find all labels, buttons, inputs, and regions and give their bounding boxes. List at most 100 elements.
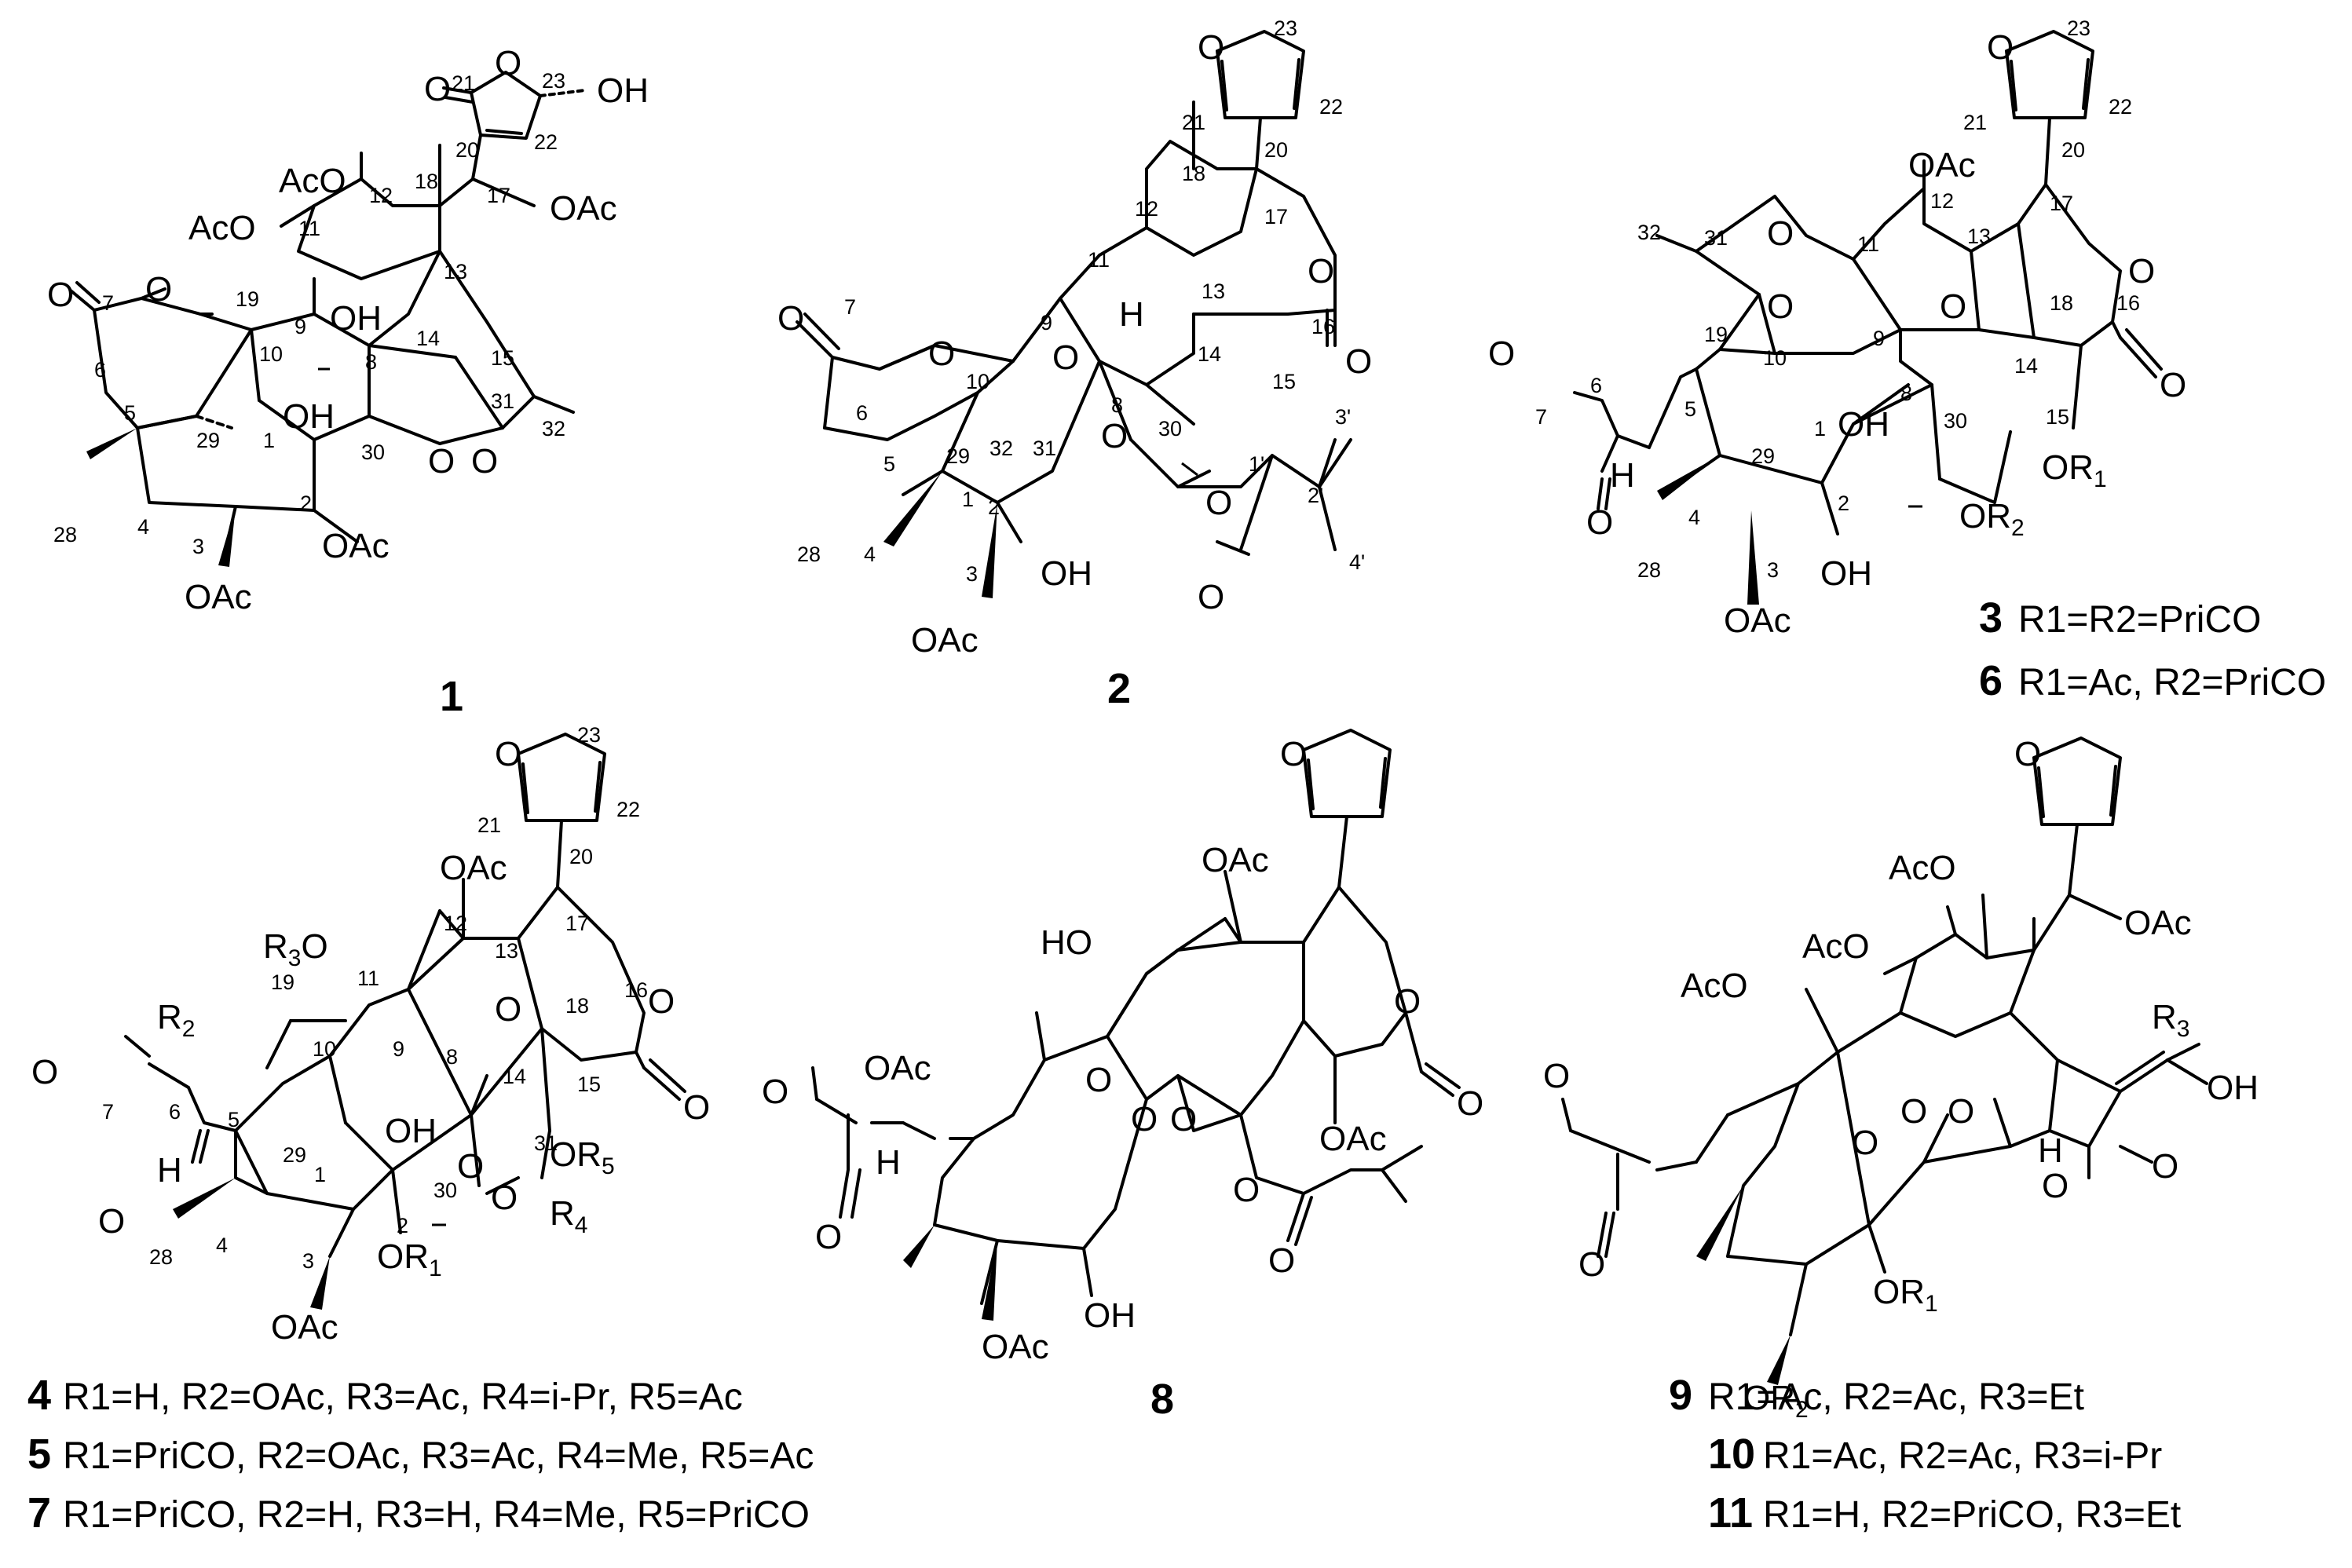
c8-ortho-oxygen-2: O <box>1131 1100 1158 1139</box>
c2-atom-number: 10 <box>966 370 989 393</box>
c4-atom-number: 13 <box>495 939 518 963</box>
c4-bridge-oxygen: O <box>495 990 521 1029</box>
c4-or1-subscript: 1 <box>429 1255 442 1281</box>
c3-atom-number: 5 <box>1684 397 1696 421</box>
c1-atom-number: 14 <box>416 327 440 350</box>
c1-atom-number: 22 <box>534 130 558 154</box>
c2-atom-number: 31 <box>1033 437 1056 460</box>
c2-atom-number: 4 <box>864 543 876 566</box>
c1-lactone-oxygen: O <box>424 70 451 108</box>
c3-atom-number: 22 <box>2109 95 2132 119</box>
c9-ester-oxygen-2: O <box>1578 1245 1605 1284</box>
c8-ester-oxygen-4: O <box>1268 1241 1295 1280</box>
c4-atom-number: 31 <box>534 1131 558 1155</box>
c9-aco-11: AcO <box>1802 927 1870 966</box>
c4-atom-number: 9 <box>393 1037 404 1061</box>
c3-atom-number: 23 <box>2067 16 2090 40</box>
compound-3 <box>1573 30 2163 605</box>
c4-atom-number: 11 <box>357 967 379 990</box>
compound-1 <box>69 71 587 567</box>
c3-acetonide-oxygen-2: O <box>1767 287 1794 326</box>
c9-or1-subscript: 1 <box>1925 1291 1938 1317</box>
c4-r2-subscript: 2 <box>182 1016 196 1042</box>
c1-atom-numbers: 21 23 22 20 18 17 12 11 13 7 19 9 14 15 … <box>53 69 565 558</box>
c3-furan-oxygen: O <box>1987 28 2014 67</box>
c3-atom-number: 6 <box>1590 374 1602 397</box>
compound-2 <box>796 30 1352 598</box>
c8-oac-6: OAc <box>864 1049 931 1087</box>
c3-atom-number: 31 <box>1704 226 1728 250</box>
c9-lactone-oxygen: O <box>2042 1167 2069 1205</box>
c4-or5: OR5 <box>550 1135 615 1179</box>
c2-ring-oxygen-2: O <box>928 334 955 373</box>
c8-ho-11: HO <box>1041 923 1092 962</box>
c3-oh-2: OH <box>1820 554 1872 593</box>
c3-atom-number: 9 <box>1873 327 1885 350</box>
compound-11-id: 11 <box>1708 1489 1753 1537</box>
c4-r3o-letter-o: O <box>301 927 327 966</box>
c3-atom-number: 28 <box>1637 558 1661 582</box>
c2-ester-carbonyl-oxygen: O <box>1198 578 1224 616</box>
c4-or1-letters: OR <box>377 1237 429 1276</box>
c1-atom-number: 20 <box>455 138 479 162</box>
c2-atom-number: 23 <box>1274 16 1297 40</box>
c3-atom-numbers: 23 21 22 20 12 32 31 11 13 17 19 9 18 16… <box>1535 16 2140 582</box>
c3-atom-number: 16 <box>2116 291 2140 315</box>
c9-or2: OR2 <box>1743 1379 1809 1423</box>
c4-atom-number: 1 <box>314 1163 326 1186</box>
c2-atom-number: 3' <box>1335 405 1351 429</box>
c2-atom-numbers: 23 21 22 20 18 17 12 11 13 7 16 9 14 10 … <box>797 16 1365 586</box>
c1-lactone-oxygen-3: O <box>145 270 172 309</box>
c1-atom-number: 7 <box>102 291 114 315</box>
c8-ester-oxygen-3: O <box>1233 1171 1260 1209</box>
c4-ester-oxygen-1: O <box>31 1053 58 1091</box>
c2-atom-number: 13 <box>1202 280 1225 303</box>
c4-atom-number: 23 <box>577 723 601 747</box>
c4-atom-number: 12 <box>444 912 467 935</box>
compound-3-legend: R1=R2=PriCO <box>2018 599 2261 641</box>
c4-ortho-oxygen-1: O <box>457 1147 484 1186</box>
c8-ester-oxygen-2: O <box>815 1218 842 1256</box>
c4-atom-number: 5 <box>228 1108 240 1131</box>
c3-atom-number: 12 <box>1930 189 1954 213</box>
c3-atom-number: 20 <box>2061 138 2085 162</box>
c3-atom-number: 11 <box>1857 232 1879 256</box>
c4-lactone-oxygen: O <box>648 982 675 1021</box>
c4-atom-number: 10 <box>313 1037 336 1061</box>
c4-r4: R4 <box>550 1194 587 1238</box>
c1-aco-12: AcO <box>279 162 346 200</box>
compound-3-id: 3 <box>1979 594 2003 641</box>
c1-atom-number: 5 <box>124 401 136 425</box>
compound-10-id: 10 <box>1708 1431 1755 1478</box>
c4-furan-oxygen: O <box>495 735 521 773</box>
c1-atom-number: 8 <box>365 350 377 374</box>
c3-atom-number: 13 <box>1967 225 1991 248</box>
c1-aco-11: AcO <box>188 209 256 247</box>
compound-7-legend: R1=PriCO, R2=H, R3=H, R4=Me, R5=PriCO <box>63 1494 810 1536</box>
c1-atom-number: 4 <box>137 515 149 539</box>
c3-atom-number: 1 <box>1814 417 1826 440</box>
c1-atom-number: 15 <box>491 346 514 370</box>
c4-atom-number: 4 <box>216 1234 228 1257</box>
c3-ester-oxygen-1: O <box>1488 334 1515 373</box>
c1-atom-number: 11 <box>298 217 320 240</box>
c4-atom-number: 29 <box>283 1143 306 1167</box>
c3-lactone-oxygen: O <box>2128 252 2155 291</box>
c4-ester-oxygen-2: O <box>98 1202 125 1241</box>
compound-11-legend: R1=H, R2=PriCO, R3=Et <box>1763 1494 2181 1536</box>
c2-atom-number: 12 <box>1135 197 1158 221</box>
c3-or2-letters: OR <box>1959 497 2011 535</box>
c9-ortho-oxygen-1: O <box>1900 1092 1927 1131</box>
c3-atom-number: 18 <box>2050 291 2073 315</box>
c2-atom-number: 14 <box>1198 342 1221 366</box>
c2-atom-number: 2 <box>988 495 1000 519</box>
c1-ketal-oxygen-2: O <box>428 442 455 481</box>
c2-atom-number: 8 <box>1111 393 1123 417</box>
c8-oh-2: OH <box>1084 1296 1136 1335</box>
c3-bridge-oxygen: O <box>1940 287 1966 326</box>
c4-atom-number: 8 <box>446 1045 458 1069</box>
c1-atom-number: 21 <box>452 71 475 95</box>
c4-atom-number: 3 <box>302 1249 314 1273</box>
c3-or2-subscript: 2 <box>2011 515 2025 541</box>
c9-r3-subscript: 3 <box>2177 1016 2190 1042</box>
